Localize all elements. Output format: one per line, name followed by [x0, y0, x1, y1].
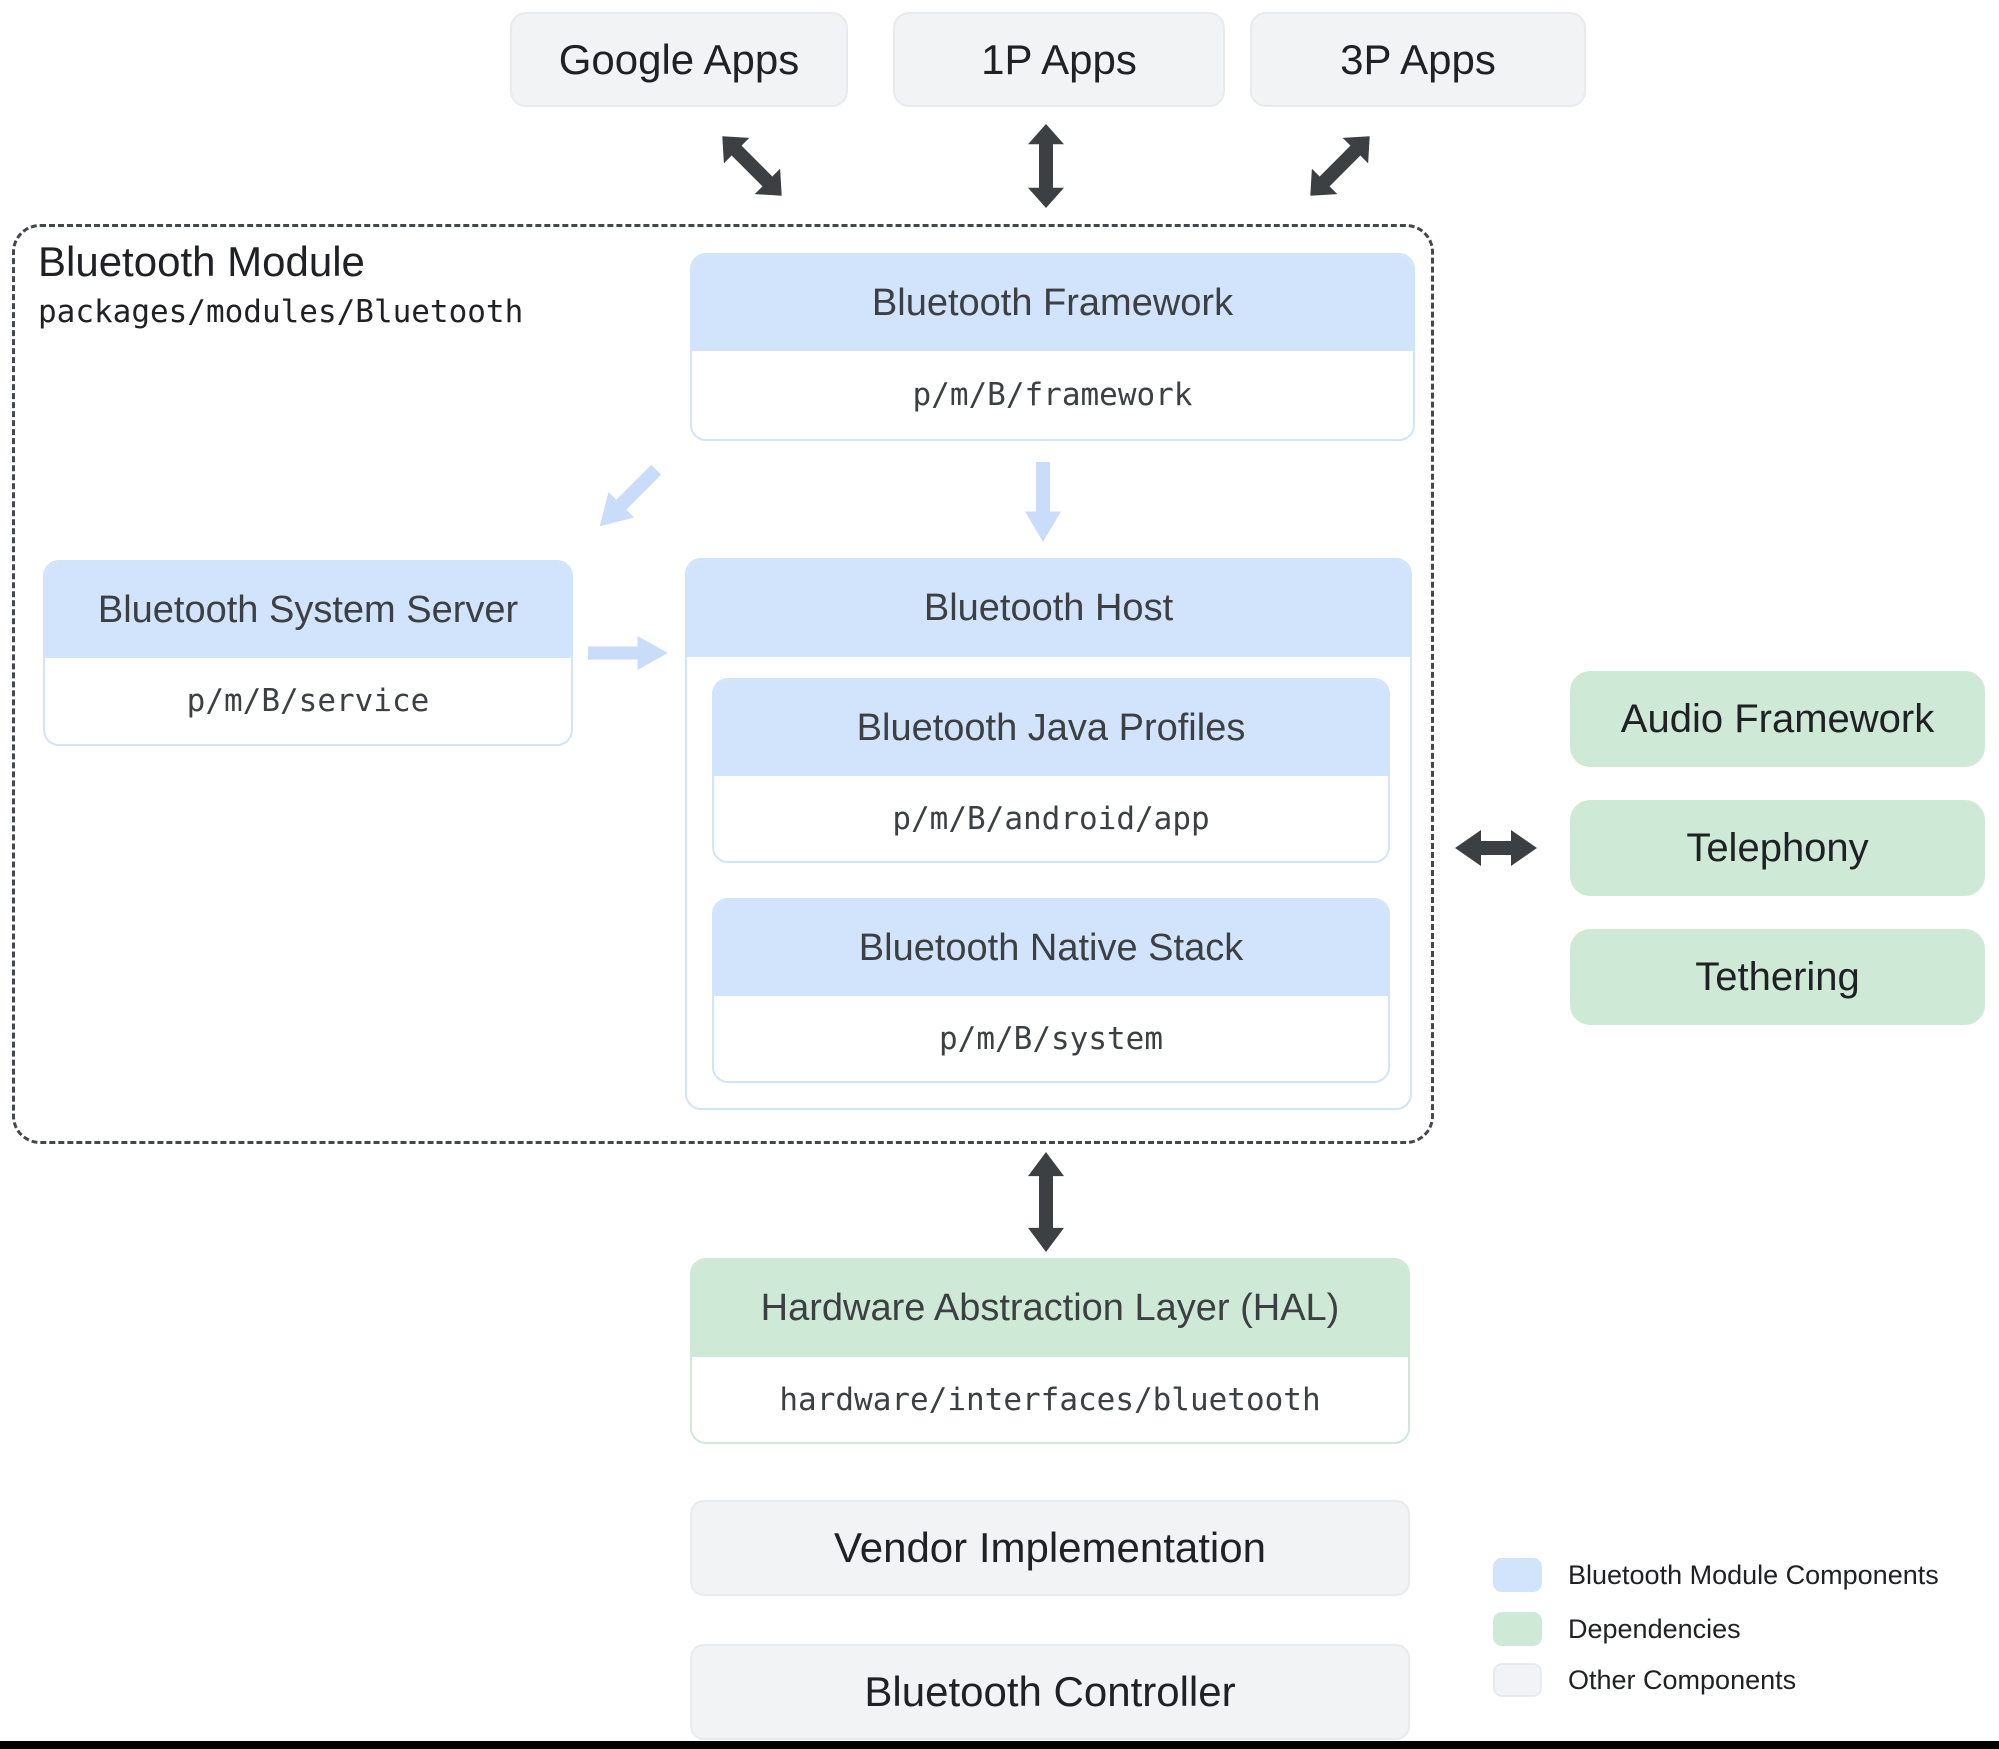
bluetooth-java-profiles-path: p/m/B/android/app [714, 776, 1388, 861]
google-apps-box: Google Apps [510, 12, 848, 107]
framework-to-host-arrow-icon [1025, 462, 1061, 542]
module-to-dependencies-double-arrow-icon [1455, 830, 1537, 866]
system-server-to-host-arrow-icon [588, 636, 668, 670]
bluetooth-module-container [12, 224, 1434, 1144]
module-to-hal-double-arrow-icon [1028, 1152, 1064, 1252]
framework-to-system-server-arrow-icon [587, 457, 669, 539]
bluetooth-native-stack-path: p/m/B/system [714, 996, 1388, 1081]
legend-label-module-components: Bluetooth Module Components [1568, 1559, 1939, 1590]
legend-item-dependencies: Dependencies [1493, 1612, 1741, 1646]
legend-label-other-components: Other Components [1568, 1664, 1797, 1695]
bluetooth-framework-box: Bluetooth Framework p/m/B/framework [690, 253, 1415, 441]
tethering-label: Tethering [1695, 954, 1860, 999]
bluetooth-system-server-path: p/m/B/service [45, 658, 571, 744]
audio-framework-box: Audio Framework [1570, 671, 1985, 767]
bluetooth-native-stack-box: Bluetooth Native Stack p/m/B/system [712, 898, 1390, 1083]
legend-swatch-green [1493, 1612, 1542, 1646]
1p-apps-double-arrow-icon [1028, 124, 1064, 208]
bluetooth-module-label: Bluetooth Module packages/modules/Blueto… [38, 238, 523, 330]
vendor-implementation-label: Vendor Implementation [834, 1524, 1266, 1571]
bottom-edge-line [0, 1741, 1999, 1749]
bluetooth-host-title: Bluetooth Host [687, 560, 1410, 657]
bluetooth-system-server-box: Bluetooth System Server p/m/B/service [43, 560, 573, 746]
bluetooth-framework-path: p/m/B/framework [692, 351, 1413, 439]
1p-apps-box: 1P Apps [893, 12, 1225, 107]
legend-label-dependencies: Dependencies [1568, 1613, 1741, 1644]
hal-path: hardware/interfaces/bluetooth [692, 1357, 1408, 1442]
3p-apps-double-arrow-icon [1298, 124, 1383, 209]
google-apps-label: Google Apps [558, 35, 800, 83]
bluetooth-framework-title: Bluetooth Framework [692, 255, 1413, 351]
vendor-implementation-box: Vendor Implementation [690, 1500, 1410, 1596]
bluetooth-system-server-title: Bluetooth System Server [45, 562, 571, 658]
legend-swatch-gray [1493, 1663, 1542, 1697]
telephony-label: Telephony [1686, 825, 1869, 870]
legend-item-module-components: Bluetooth Module Components [1493, 1558, 1939, 1592]
legend-swatch-blue [1493, 1558, 1542, 1592]
hal-title: Hardware Abstraction Layer (HAL) [692, 1260, 1408, 1357]
3p-apps-label: 3P Apps [1340, 35, 1496, 83]
bluetooth-module-title: Bluetooth Module [38, 238, 365, 285]
bluetooth-native-stack-title: Bluetooth Native Stack [714, 900, 1388, 996]
bluetooth-controller-box: Bluetooth Controller [690, 1644, 1410, 1740]
telephony-box: Telephony [1570, 800, 1985, 896]
bluetooth-java-profiles-title: Bluetooth Java Profiles [714, 680, 1388, 776]
bluetooth-java-profiles-box: Bluetooth Java Profiles p/m/B/android/ap… [712, 678, 1390, 863]
bluetooth-controller-label: Bluetooth Controller [864, 1668, 1236, 1715]
3p-apps-box: 3P Apps [1250, 12, 1586, 107]
tethering-box: Tethering [1570, 929, 1985, 1025]
audio-framework-label: Audio Framework [1620, 696, 1935, 741]
bluetooth-module-path: packages/modules/Bluetooth [38, 294, 524, 331]
1p-apps-label: 1P Apps [981, 35, 1137, 83]
hal-box: Hardware Abstraction Layer (HAL) hardwar… [690, 1258, 1410, 1444]
google-apps-double-arrow-icon [710, 124, 795, 209]
legend-item-other-components: Other Components [1493, 1663, 1796, 1697]
